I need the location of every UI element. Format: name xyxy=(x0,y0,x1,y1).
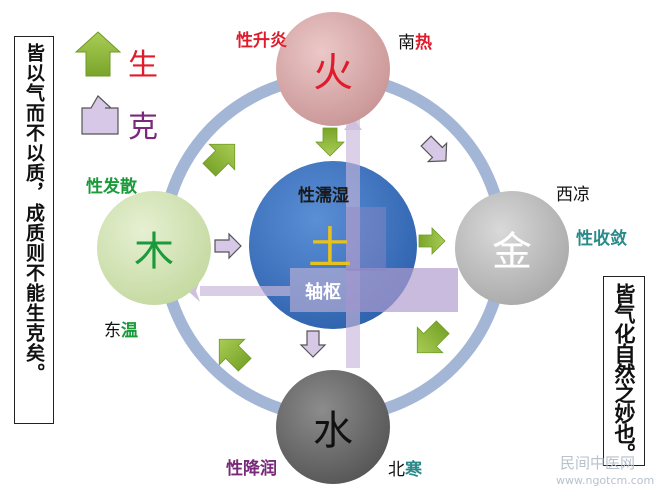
water-nature: 性降润 xyxy=(226,459,277,479)
metal-direction-text: 西 xyxy=(556,185,573,205)
wood-char: 木 xyxy=(134,229,174,275)
water-direction-text: 北 xyxy=(388,460,405,480)
arrow-fire-to-metal xyxy=(420,135,448,163)
metal-char: 金 xyxy=(492,229,532,275)
wood-direction: 东温 xyxy=(104,316,138,341)
wood-quality-text: 温 xyxy=(121,321,138,341)
metal-circle xyxy=(455,191,569,305)
water-circle xyxy=(276,370,390,484)
arrow-earth-to-water xyxy=(299,330,327,358)
watermark-url: www.ngotcm.com xyxy=(556,474,655,487)
wood-direction-text: 东 xyxy=(104,321,121,341)
fire-nature: 性升炎 xyxy=(236,31,287,51)
legend-restrain-label: 克 xyxy=(128,110,158,145)
right-note: 皆气化自然之妙也。 xyxy=(603,276,645,466)
water-direction: 北寒 xyxy=(388,455,422,480)
fire-quality-text: 热 xyxy=(415,33,432,53)
arrow-water-to-wood xyxy=(218,338,252,372)
earth-char: 土 xyxy=(308,223,352,274)
metal-direction: 西凉 xyxy=(556,180,590,205)
wood-circle xyxy=(97,191,211,305)
arrow-wood-to-earth xyxy=(214,232,242,260)
pivot-cross xyxy=(188,118,458,368)
metal-quality-text: 凉 xyxy=(573,185,590,205)
watermark-name: 民间中医网 xyxy=(560,454,636,472)
water-quality-text: 寒 xyxy=(405,460,422,480)
arrow-fire-to-earth xyxy=(315,127,345,157)
wood-nature: 性发散 xyxy=(86,177,137,197)
earth-pivot: 轴枢 xyxy=(305,282,341,303)
water-char: 水 xyxy=(313,408,353,454)
arrow-wood-to-fire xyxy=(202,143,236,177)
legend-generate-label: 生 xyxy=(128,48,158,83)
fire-direction-text: 南 xyxy=(398,33,415,53)
metal-nature: 性收敛 xyxy=(576,229,627,249)
left-note: 皆以气而不以质，成质则不能生克矣。 xyxy=(14,36,54,424)
fire-circle xyxy=(276,12,390,126)
fire-direction: 南热 xyxy=(398,28,432,53)
legend-generate-arrow xyxy=(74,31,122,77)
arrow-earth-to-metal xyxy=(418,227,446,255)
legend-restrain-arrow xyxy=(81,95,119,135)
fire-char: 火 xyxy=(313,50,353,96)
earth-nature: 性濡湿 xyxy=(298,186,349,206)
arrow-metal-to-water xyxy=(416,320,450,354)
